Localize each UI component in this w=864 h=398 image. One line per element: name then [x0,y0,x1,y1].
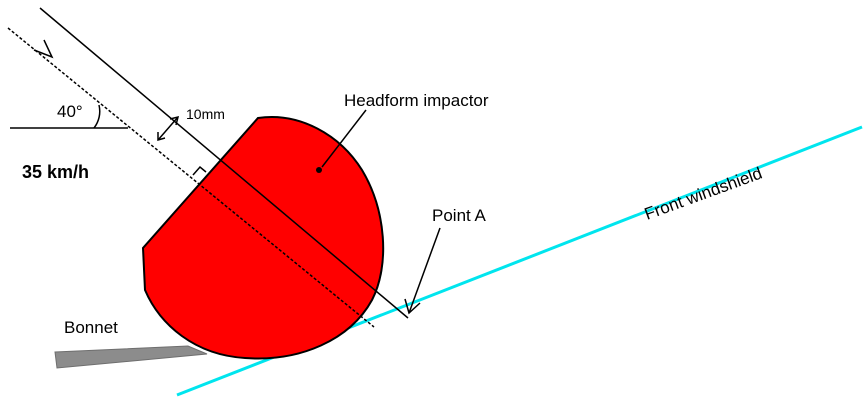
right-angle-marker [192,165,207,176]
offset-label: 10mm [186,106,225,122]
direction-arrow-icon [33,39,54,59]
impact-line-solid [39,7,409,319]
impactor-leader-line [321,109,367,168]
bonnet-label: Bonnet [64,318,118,337]
headform-impactor-shape [141,116,385,360]
point-a-arrow-line [408,227,441,314]
impactor-label: Headform impactor [344,91,489,110]
impactor-center-dot [316,167,322,173]
point-a-label: Point A [432,206,487,225]
speed-label: 35 km/h [22,162,89,182]
offset-arrowhead-upper [169,115,180,126]
bonnet-shape [54,345,208,369]
trajectory-line-dashed [7,27,375,328]
point-a-arrowhead [404,298,421,315]
angle-label: 40° [57,102,83,121]
offset-arrowhead-lower [157,132,166,141]
offset-dimension-line [157,116,179,141]
angle-arc [93,104,101,129]
windshield-label: Front windshield [642,164,765,224]
